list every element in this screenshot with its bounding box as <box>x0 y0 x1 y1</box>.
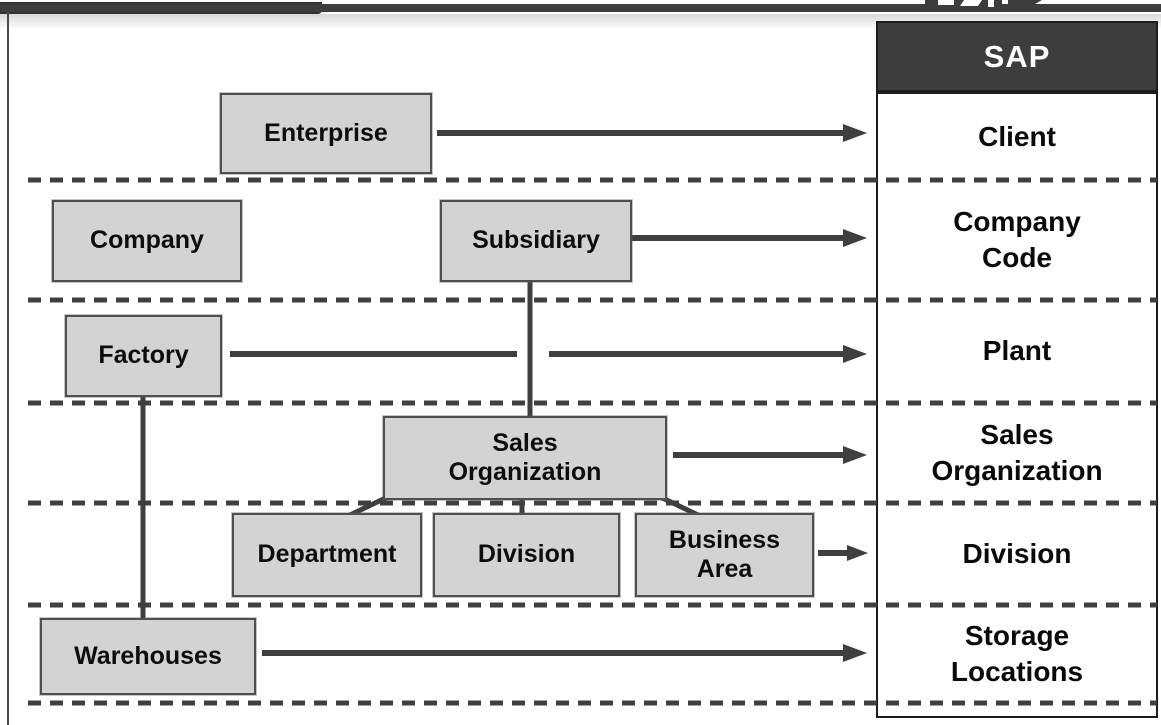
org-box-sales-organization: Sales Organization <box>383 416 667 500</box>
org-box-warehouses: Warehouses <box>40 618 256 695</box>
top-border-bar <box>0 4 1161 12</box>
org-box-label: Factory <box>98 341 189 370</box>
top-border-shadow <box>0 14 1161 30</box>
arrowhead-enterprise-client <box>843 124 867 142</box>
arrowhead-businessarea-division <box>847 545 868 561</box>
sap-row-sales-organization: Sales Organization <box>876 405 1158 501</box>
org-box-company: Company <box>52 200 242 282</box>
org-box-label: Division <box>477 540 576 569</box>
dashed-layer-separators <box>28 177 1157 706</box>
sap-row-plant: Plant <box>876 302 1158 401</box>
org-box-label: Company <box>90 226 204 255</box>
sap-logo-shape <box>925 0 1042 12</box>
sap-logo-cropped-icon <box>925 0 1042 12</box>
org-box-label: Warehouses <box>74 641 222 670</box>
sap-row-label: Locations <box>950 656 1084 687</box>
sap-row-division: Division <box>876 505 1158 603</box>
sap-row-label: Organization <box>931 455 1103 486</box>
sap-row-label: Division <box>962 537 1072 569</box>
sap-row-label: Plant <box>982 335 1052 367</box>
sap-row-company-code: Company Code <box>876 182 1158 298</box>
org-box-label: Sales <box>492 428 558 457</box>
org-box-factory: Factory <box>65 315 222 397</box>
org-box-label: Enterprise <box>264 118 388 147</box>
arrowhead-salesorg-salesorg <box>843 446 867 464</box>
arrowhead-subsidiary-companycode <box>843 229 867 247</box>
sap-logo-letter-fragment <box>988 0 994 7</box>
sap-row-label: Code <box>982 242 1052 273</box>
mapping-arrows <box>230 124 868 662</box>
org-box-business-area: Business Area <box>635 513 814 597</box>
sap-logo-letter-fragment <box>938 0 954 5</box>
sap-logo-letter-fragment <box>1002 0 1008 4</box>
sap-row-client: Client <box>876 94 1158 180</box>
org-box-division: Division <box>433 513 620 597</box>
left-frame-line <box>7 12 9 725</box>
sap-row-label: Storage <box>964 619 1070 651</box>
sap-row-storage-locations: Storage Locations <box>876 607 1158 701</box>
org-box-subsidiary: Subsidiary <box>440 200 632 282</box>
arrowhead-factory-plant <box>843 345 867 363</box>
org-box-label: Business <box>668 525 781 554</box>
arrowhead-warehouses-storage <box>843 644 867 662</box>
org-box-label: Area <box>696 555 753 583</box>
sap-column-title: SAP <box>983 38 1051 74</box>
org-box-label: Organization <box>448 458 602 486</box>
sap-column-header: SAP <box>876 21 1158 92</box>
sap-row-label: Client <box>978 120 1056 152</box>
sap-row-label: Company <box>953 205 1081 237</box>
sap-row-label: Sales <box>980 418 1054 450</box>
sap-logo-letter-fragment <box>960 0 982 6</box>
org-box-label: Department <box>257 540 397 569</box>
org-box-enterprise: Enterprise <box>220 93 432 174</box>
org-box-department: Department <box>232 513 422 597</box>
org-box-label: Subsidiary <box>472 226 600 255</box>
